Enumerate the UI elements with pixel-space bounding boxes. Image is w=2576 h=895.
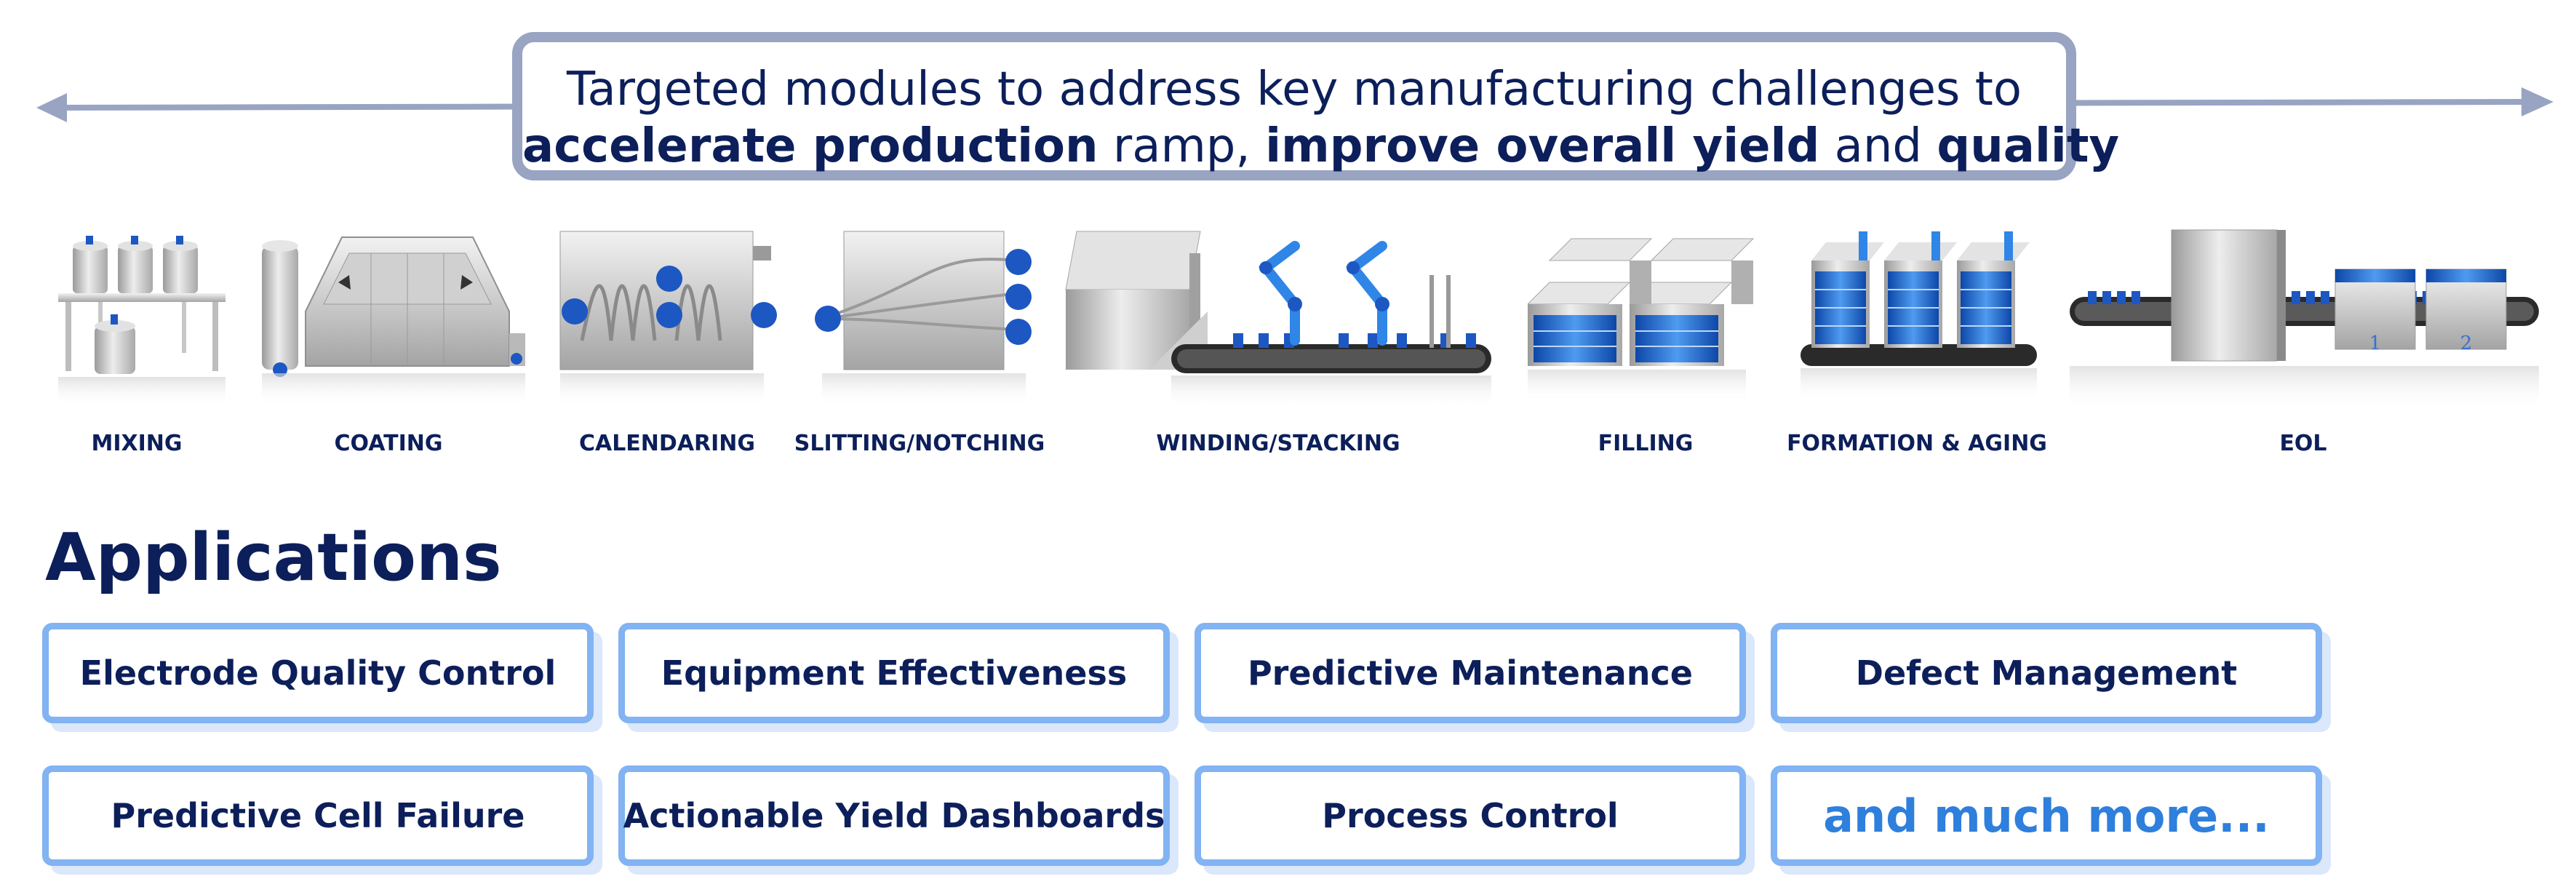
app-defect-management: Defect Management bbox=[1771, 623, 2322, 723]
headline-bold-accelerate: accelerate production bbox=[522, 119, 1098, 173]
stage-calendaring-icon bbox=[553, 224, 778, 413]
stage-slitting-notching-icon bbox=[808, 224, 1040, 413]
app-predictive-maintenance: Predictive Maintenance bbox=[1195, 623, 1746, 723]
headline-text-ramp: ramp, bbox=[1098, 119, 1266, 173]
stage-label-mixing: MIXING bbox=[91, 431, 183, 456]
app-electrode-quality-control: Electrode Quality Control bbox=[42, 623, 594, 723]
stage-mixing-icon bbox=[44, 224, 233, 413]
applications-title: Applications bbox=[45, 520, 502, 596]
stage-winding-stacking-icon bbox=[1062, 224, 1499, 413]
headline-bold-quality: quality bbox=[1937, 119, 2120, 173]
stage-filling-icon bbox=[1528, 224, 1768, 413]
headline-line-2: accelerate production ramp, improve over… bbox=[522, 118, 2119, 175]
stage-coating-icon bbox=[255, 224, 531, 413]
arrow-left-head bbox=[36, 93, 67, 122]
headline-banner: Targeted modules to address key manufact… bbox=[512, 32, 2119, 180]
eol-bin-2-label: 2 bbox=[2460, 333, 2473, 354]
arrow-right-head bbox=[2521, 87, 2553, 116]
app-actionable-yield-dashboards: Actionable Yield Dashboards bbox=[618, 765, 1170, 866]
stage-label-calendaring: CALENDARING bbox=[578, 431, 756, 456]
stage-label-coating: COATING bbox=[334, 431, 443, 456]
headline-line-1: Targeted modules to address key manufact… bbox=[567, 63, 2022, 116]
stage-label-filling: FILLING bbox=[1598, 431, 1694, 456]
stage-label-slitting-notching: SLITTING/NOTCHING bbox=[794, 431, 1045, 456]
eol-bin-1-label: 1 bbox=[2369, 333, 2382, 354]
headline-text-and: and bbox=[1819, 119, 1937, 173]
stage-eol-icon: 1 2 bbox=[2066, 224, 2546, 435]
app-and-much-more: and much more... bbox=[1771, 765, 2322, 866]
stage-label-formation-aging: FORMATION & AGING bbox=[1787, 431, 2047, 456]
stage-label-eol: EOL bbox=[2279, 431, 2327, 456]
stage-label-winding-stacking: WINDING/STACKING bbox=[1156, 431, 1400, 456]
stage-formation-aging-icon bbox=[1797, 224, 2044, 413]
app-predictive-cell-failure: Predictive Cell Failure bbox=[42, 765, 594, 866]
headline-bold-yield: improve overall yield bbox=[1265, 119, 1820, 173]
app-process-control: Process Control bbox=[1195, 765, 1746, 866]
app-equipment-effectiveness: Equipment Effectiveness bbox=[618, 623, 1170, 723]
